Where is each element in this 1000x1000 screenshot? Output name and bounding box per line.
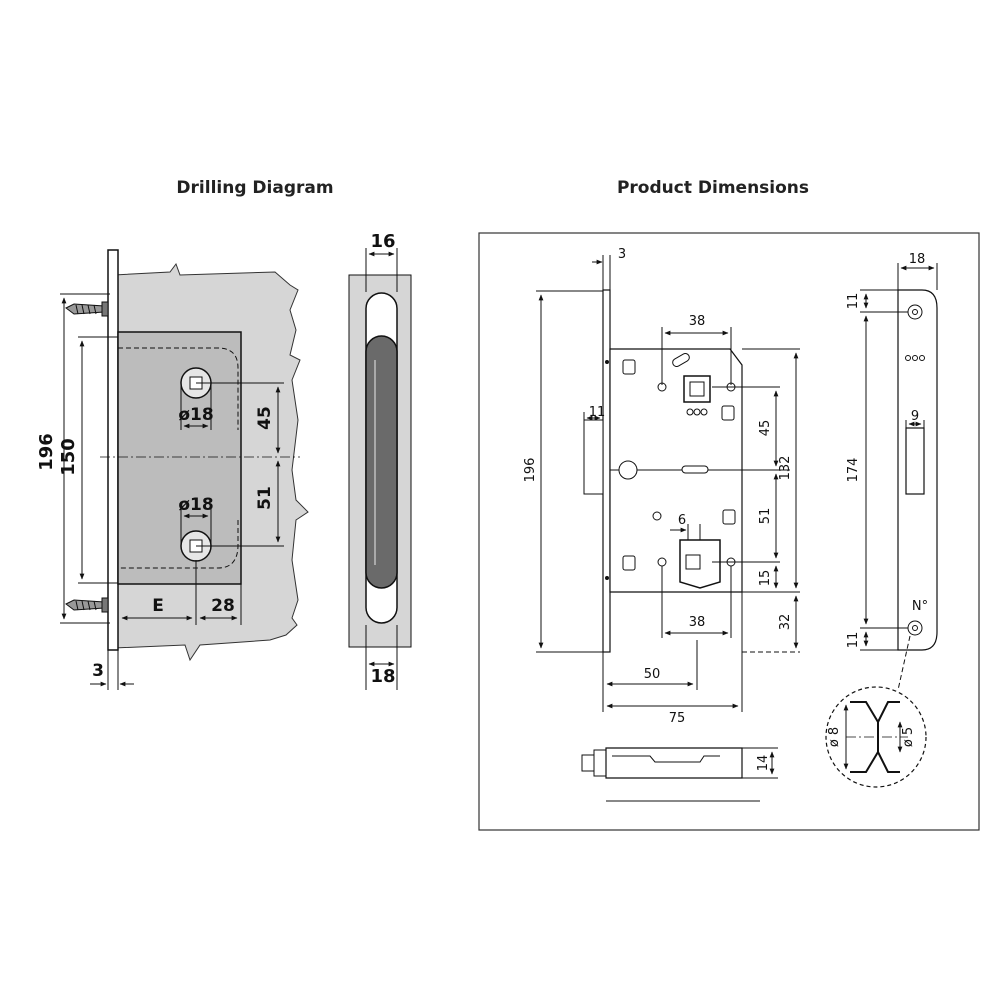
fp-dim-174-label: 174 — [846, 458, 861, 483]
pd-dim-51-label: 51 — [758, 508, 773, 525]
product-dimensions-title: Product Dimensions — [617, 178, 809, 198]
dim-51-label: 51 — [255, 486, 275, 510]
detail-dia-8-label: ø 8 — [827, 727, 842, 747]
face-plate-drawing: 18 11 174 9 11 N° — [846, 252, 938, 651]
drilling-door-face: 196 150 ø18 ø18 45 51 E 28 3 — [36, 249, 309, 690]
pd-dim-45-label: 45 — [758, 420, 773, 437]
pd-dim-6-label: 6 — [678, 513, 686, 528]
dim-45-label: 45 — [255, 406, 275, 430]
fp-dim-11-bottom-label: 11 — [846, 632, 861, 649]
pd-dim-38-bottom-label: 38 — [689, 615, 706, 630]
product-dimensions-frame — [478, 232, 980, 831]
detail-dia-5-label: ø 5 — [901, 727, 916, 747]
edge-16-label: 16 — [370, 231, 395, 252]
lock-body-dimensions: 3 38 196 11 45 51 15 132 32 — [523, 247, 800, 726]
hole-bottom-diameter-label: ø18 — [178, 495, 213, 515]
pd-dim-75-label: 75 — [669, 711, 686, 726]
pd-dim-132-label: 132 — [778, 456, 793, 481]
lock-side-view: 14 — [581, 747, 778, 802]
fp-dim-11-top-label: 11 — [846, 293, 861, 310]
dim-3-label: 3 — [92, 661, 104, 681]
pd-dim-32-label: 32 — [778, 614, 793, 631]
fp-dim-9-label: 9 — [911, 409, 919, 424]
drilling-diagram-title: Drilling Diagram — [176, 178, 333, 198]
dim-196-label: 196 — [36, 433, 57, 471]
hole-top-diameter-label: ø18 — [178, 405, 213, 425]
pd-dim-14-label: 14 — [756, 755, 771, 772]
dim-150-label: 150 — [58, 438, 79, 476]
fp-number-label: N° — [912, 599, 928, 614]
fp-dim-18-label: 18 — [909, 252, 926, 267]
screw-bottom-icon — [65, 597, 109, 613]
screw-top-icon — [65, 301, 109, 317]
pd-dim-11-label: 11 — [589, 405, 606, 420]
drilling-door-edge: 16 18 — [348, 231, 412, 690]
pd-dim-38-top-label: 38 — [689, 314, 706, 329]
pd-dim-50-label: 50 — [644, 667, 661, 682]
pd-dim-196-label: 196 — [523, 458, 538, 483]
lock-body-drawing — [583, 289, 743, 653]
dim-e-label: E — [152, 596, 164, 616]
dim-28-label: 28 — [211, 596, 235, 616]
edge-18-label: 18 — [370, 666, 395, 687]
pd-dim-15-label: 15 — [758, 570, 773, 587]
pd-dim-3-label: 3 — [618, 247, 626, 262]
screw-hole-detail: ø 8 ø 5 — [825, 635, 927, 788]
